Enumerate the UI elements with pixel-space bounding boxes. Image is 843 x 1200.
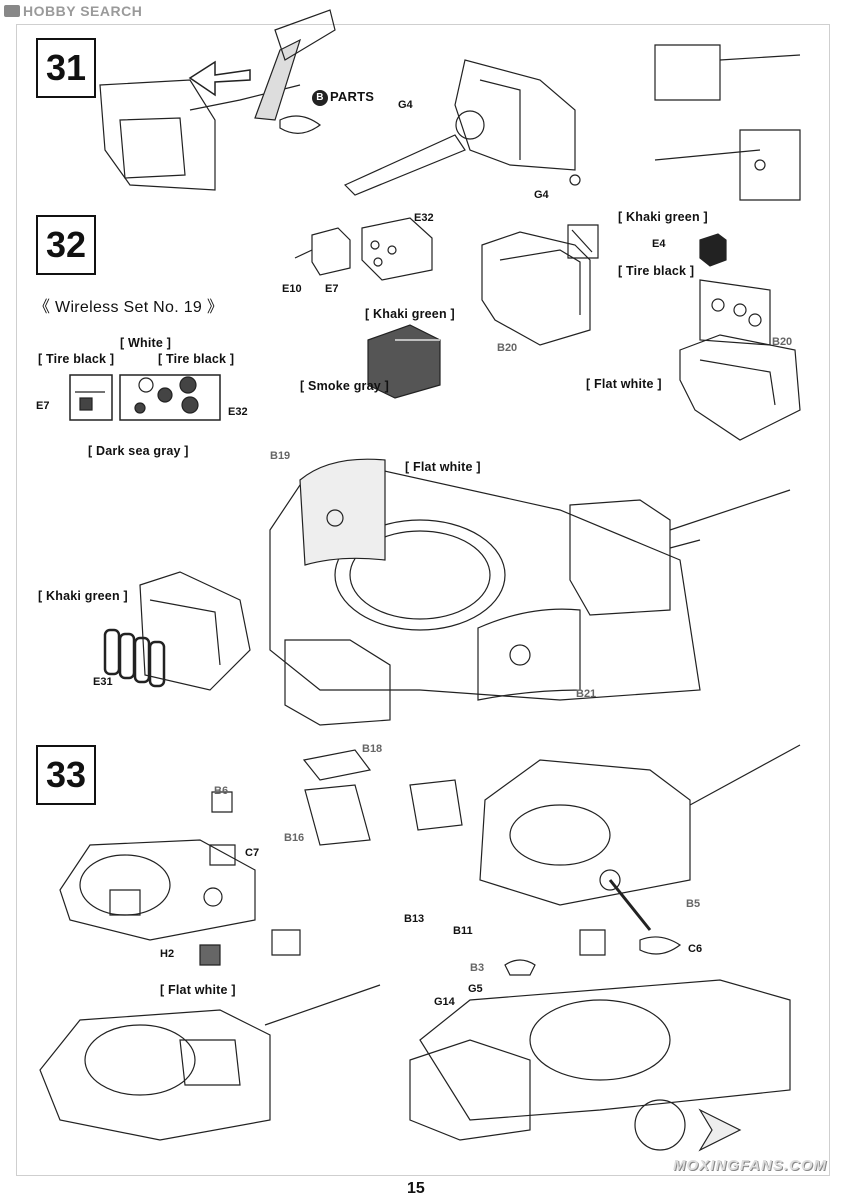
- step-number-33: 33: [36, 745, 96, 805]
- color-tire-black-e4: [ Tire black ]: [618, 264, 695, 278]
- step-number-31: 31: [36, 38, 96, 98]
- part-c6: C6: [688, 943, 703, 955]
- part-h2: H2: [160, 948, 175, 960]
- part-b20-middle: B20: [497, 342, 518, 354]
- color-dark-sea-gray: [ Dark sea gray ]: [88, 444, 189, 458]
- step32-drawing: [69, 217, 801, 726]
- part-b20-right: B20: [772, 336, 793, 348]
- color-flat-white-b20: [ Flat white ]: [586, 377, 662, 391]
- part-b16: B16: [284, 832, 305, 844]
- step33-drawing: [39, 744, 801, 1152]
- color-white: [ White ]: [120, 336, 172, 350]
- color-khaki-green-e31: [ Khaki green ]: [38, 589, 128, 603]
- part-b18: B18: [362, 743, 383, 755]
- part-g4-lower: G4: [534, 189, 549, 201]
- color-khaki-green-center: [ Khaki green ]: [365, 307, 455, 321]
- page-number: 15: [407, 1180, 425, 1197]
- part-b13: B13: [404, 913, 425, 925]
- page-frame: [16, 24, 830, 1176]
- section-title-wireless-set: 《 Wireless Set No. 19 》: [34, 299, 224, 316]
- color-tire-black-left: [ Tire black ]: [38, 352, 115, 366]
- parts-b-circle-icon: B: [312, 90, 328, 106]
- part-g5: G5: [468, 983, 483, 995]
- part-b19: B19: [270, 450, 291, 462]
- part-e4: E4: [652, 238, 666, 250]
- part-e7-left: E7: [36, 400, 50, 412]
- part-e10: E10: [282, 283, 302, 295]
- part-b5: B5: [686, 898, 701, 910]
- part-b6: B6: [214, 785, 229, 797]
- color-flat-white-b19: [ Flat white ]: [405, 460, 481, 474]
- part-e7-top: E7: [325, 283, 339, 295]
- brand-header: HOBBY SEARCH: [4, 3, 142, 19]
- part-e31: E31: [93, 676, 113, 688]
- brand-name: HOBBY SEARCH: [23, 3, 143, 19]
- part-g14: G14: [434, 996, 455, 1008]
- brand-logo-icon: [4, 5, 20, 17]
- part-e32-left: E32: [228, 406, 248, 418]
- color-tire-black-right: [ Tire black ]: [158, 352, 235, 366]
- watermark-text: MOXINGFANS.COM: [672, 1157, 827, 1174]
- color-khaki-green-right: [ Khaki green ]: [618, 210, 708, 224]
- part-g4-upper: G4: [398, 99, 413, 111]
- color-smoke-gray: [ Smoke gray ]: [300, 379, 389, 393]
- step-number-32: 32: [36, 215, 96, 275]
- step31-drawing: [99, 9, 801, 201]
- color-flat-white-step33: [ Flat white ]: [160, 983, 236, 997]
- part-e32-top: E32: [414, 212, 434, 224]
- part-b11: B11: [453, 925, 473, 937]
- part-b21: B21: [576, 688, 597, 700]
- part-b3: B3: [470, 962, 485, 974]
- part-c7: C7: [245, 847, 260, 859]
- parts-label-text: PARTS: [330, 89, 375, 104]
